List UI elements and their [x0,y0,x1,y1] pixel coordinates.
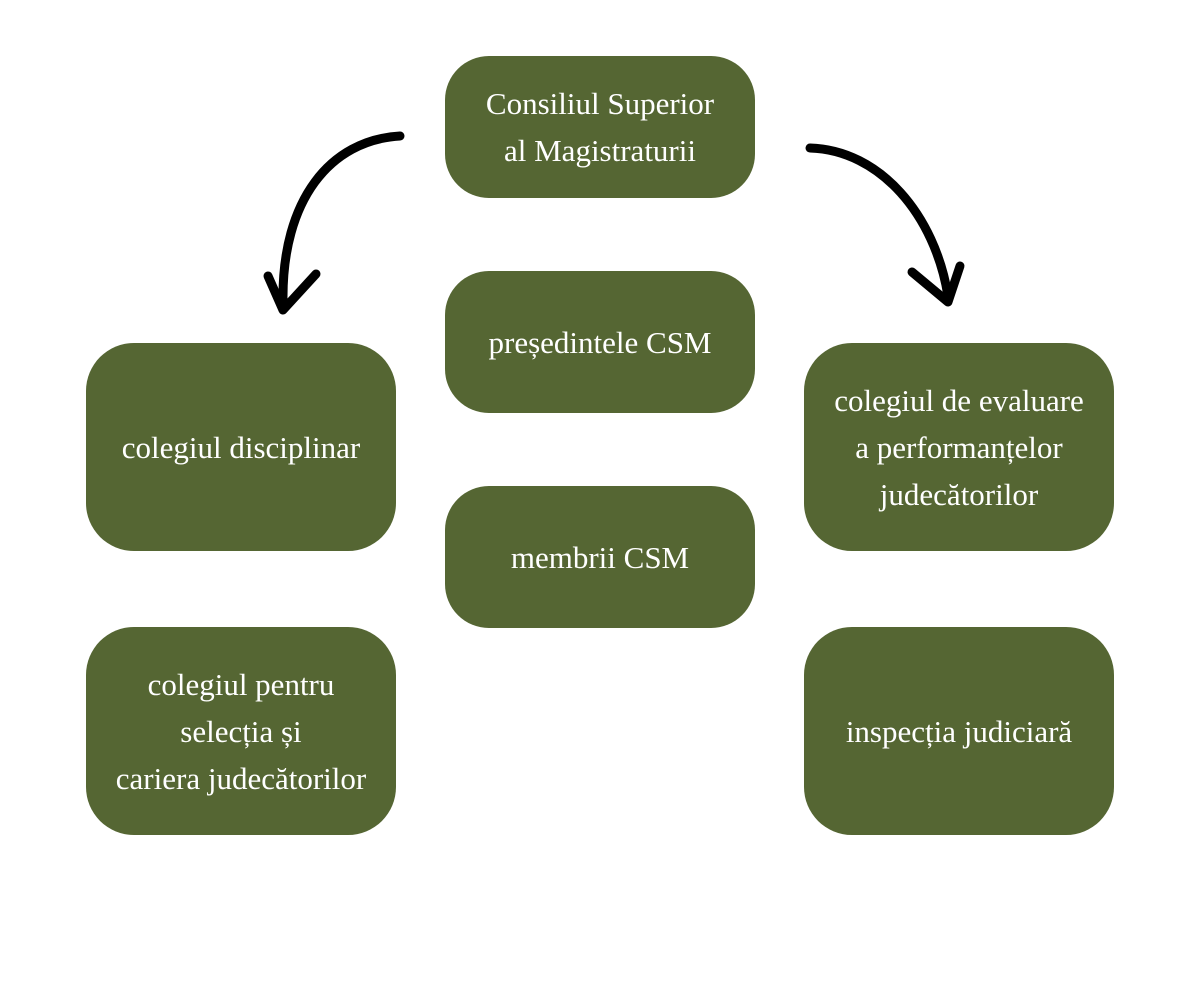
node-label-line: al Magistraturii [504,133,696,168]
node-label-line: selecția și [180,713,302,749]
node-colegiul-evaluare: colegiul de evaluare a performanțelor ju… [804,343,1114,551]
node-colegiul-disciplinar: colegiul disciplinar [86,343,396,551]
node-label-line: judecătorilor [879,476,1039,512]
node-membrii-csm: membrii CSM [445,486,755,628]
node-label-line: cariera judecătorilor [115,760,367,796]
node-label-line: a performanțelor [855,429,1063,465]
node-consiliul-superior: Consiliul Superior al Magistraturii [445,56,755,198]
node-label-line: Consiliul Superior [485,86,715,121]
curved-arrow-right-icon [805,143,965,307]
node-colegiul-selectie: colegiul pentru selecția și cariera jude… [86,627,396,835]
node-label-line: colegiul de evaluare [834,382,1084,418]
node-presedintele-csm: președintele CSM [445,271,755,413]
node-label-line: colegiul pentru [147,666,335,702]
node-label-line: inspecția judiciară [845,713,1073,749]
curved-arrow-left-icon [263,131,405,315]
node-inspectia-judiciara: inspecția judiciară [804,627,1114,835]
node-label-line: colegiul disciplinar [121,429,361,465]
node-label-line: președintele CSM [488,324,712,360]
node-label-line: membrii CSM [510,539,690,575]
